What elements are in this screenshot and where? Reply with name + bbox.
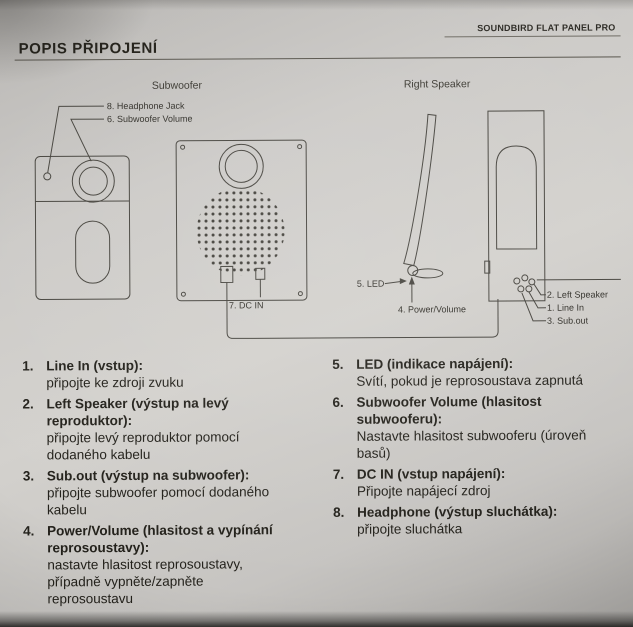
callout-dc-in: 7. DC IN	[228, 300, 264, 311]
item-term: Power/Volume (hlasitost a vypínání repro…	[47, 522, 273, 556]
callout-led: 5. LED	[356, 278, 385, 289]
callout-line-in: 1. Line In	[546, 302, 585, 313]
legend-item-2: 2. Left Speaker (výstup na levý reproduk…	[22, 394, 286, 463]
item-number: 4.	[23, 523, 35, 539]
legend-column-right: 5. LED (indikace napájení): Svítí, pokud…	[332, 354, 607, 541]
item-number: 2.	[22, 396, 34, 412]
item-number: 5.	[332, 356, 344, 372]
item-number: 7.	[332, 466, 345, 482]
legend-item-1: 1. Line In (vstup): připojte ke zdroji z…	[22, 356, 286, 391]
subwoofer-front-view	[176, 140, 307, 301]
legend-item-4: 4. Power/Volume (hlasitost a vypínání re…	[23, 521, 287, 607]
legend-item-6: 6. Subwoofer Volume (hlasitost subwoofer…	[332, 392, 606, 461]
brand-header: SOUNDBIRD FLAT PANEL PRO	[477, 22, 616, 34]
brand-underline	[444, 35, 621, 38]
right-speaker-side-view	[384, 114, 443, 302]
callout-sub-out: 3. Sub.out	[547, 315, 589, 326]
callout-power-volume: 4. Power/Volume	[397, 304, 467, 315]
item-term: Line In (vstup):	[46, 357, 144, 374]
item-description: připojte sluchátka	[357, 521, 463, 537]
item-description: připojte ke zdroji zvuku	[46, 374, 184, 391]
item-number: 3.	[22, 468, 35, 484]
connection-diagram	[0, 68, 633, 341]
item-number: 6.	[332, 394, 344, 410]
subwoofer-side-view	[35, 156, 130, 299]
callout-headphone-jack: 8. Headphone Jack	[106, 100, 185, 112]
item-term: LED (indikace napájení):	[356, 355, 514, 372]
item-description: Připojte napájecí zdroj	[356, 483, 491, 499]
callout-subwoofer-volume: 6. Subwoofer Volume	[106, 113, 193, 125]
page-title: POPIS PŘIPOJENÍ	[18, 39, 158, 58]
legend-column-left: 1. Line In (vstup): připojte ke zdroji z…	[22, 356, 287, 611]
legend-item-8: 8. Headphone (výstup sluchátka): připojt…	[333, 502, 607, 537]
item-number: 8.	[333, 504, 345, 520]
item-description: připojte subwoofer pomocí dodaného kabel…	[46, 484, 270, 518]
legend-item-3: 3. Sub.out (výstup na subwoofer): připoj…	[23, 466, 287, 518]
item-description: připojte levý reproduktor pomocí dodanéh…	[46, 429, 240, 463]
callout-left-speaker: 2. Left Speaker	[546, 289, 608, 300]
item-description: Svítí, pokud je reprosoustava zapnutá	[356, 372, 584, 389]
legend-item-5: 5. LED (indikace napájení): Svítí, pokud…	[332, 354, 606, 389]
item-number: 1.	[22, 358, 34, 374]
item-description: Nastavte hlasitost subwooferu (úroveň ba…	[356, 427, 587, 461]
item-term: Sub.out (výstup na subwoofer):	[46, 467, 250, 484]
right-speaker-rear-view	[484, 111, 545, 301]
subwoofer-callout-leaders	[47, 106, 104, 172]
item-term: Headphone (výstup sluchátka):	[357, 503, 558, 520]
rear-callout-leaders	[522, 279, 621, 321]
legend-item-7: 7. DC IN (vstup napájení): Připojte napá…	[333, 464, 607, 499]
item-term: Subwoofer Volume (hlasitost subwooferu):	[356, 393, 542, 427]
item-term: Left Speaker (výstup na levý reproduktor…	[46, 395, 229, 429]
speaker-grille-dots	[196, 187, 285, 276]
item-description: nastavte hlasitost reprosoustavy, případ…	[47, 556, 243, 607]
item-term: DC IN (vstup napájení):	[356, 466, 506, 482]
connection-cable	[227, 281, 498, 338]
